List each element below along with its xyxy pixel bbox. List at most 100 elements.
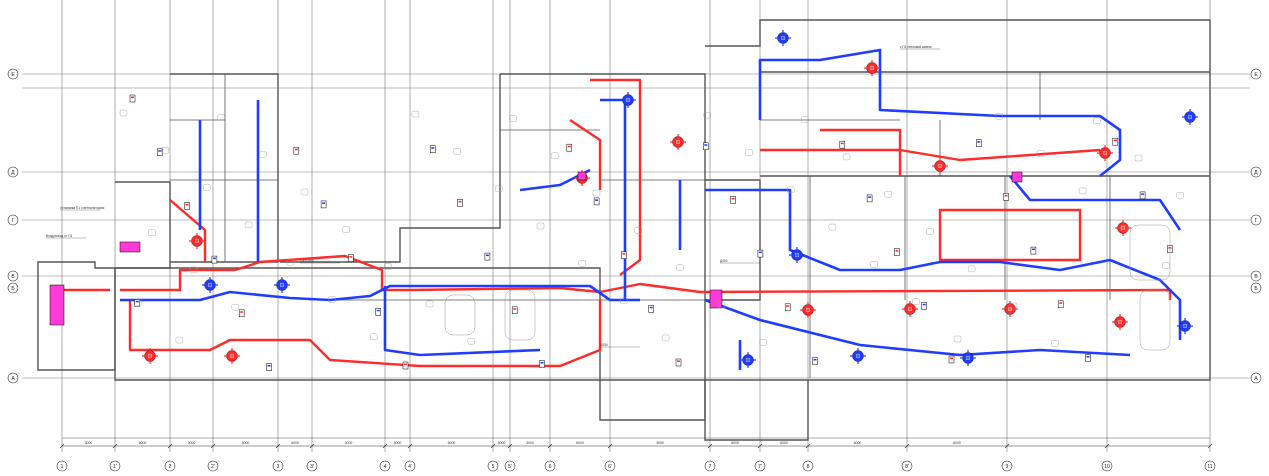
fire-damper-icon bbox=[484, 252, 491, 261]
chair-outline bbox=[411, 110, 420, 118]
axis-marker-bottom bbox=[754, 460, 766, 472]
axis-label-right: А bbox=[1254, 376, 1258, 382]
wall-1 bbox=[115, 181, 171, 269]
chair-outline bbox=[703, 111, 711, 119]
dimension-label: 6000 bbox=[139, 441, 147, 445]
chair-outline bbox=[801, 116, 809, 123]
axis-label-left: А bbox=[11, 376, 15, 382]
axis-marker-right bbox=[1250, 270, 1262, 282]
dimension-tick-8 bbox=[490, 443, 496, 449]
wall-10 bbox=[280, 74, 501, 263]
supply-diffuser-icon bbox=[224, 348, 240, 364]
chair-outline bbox=[968, 265, 976, 272]
chair-outline bbox=[676, 264, 684, 271]
dimension-tick-10 bbox=[547, 443, 553, 449]
axis-marker-bottom bbox=[802, 460, 814, 472]
exhaust-duct-1 bbox=[383, 286, 541, 357]
duct-note: Установка П1 с вентилятором bbox=[60, 206, 104, 210]
fire-damper-fill bbox=[1004, 194, 1008, 197]
chair-outline bbox=[828, 223, 837, 231]
chair-outline bbox=[509, 115, 517, 122]
chair-outline bbox=[1134, 154, 1143, 162]
dimension-tick-12 bbox=[707, 443, 713, 449]
axis-label-bottom: 1' bbox=[113, 464, 117, 470]
air-handling-unit-icon bbox=[119, 241, 141, 253]
fire-damper-icon bbox=[1030, 246, 1037, 255]
supply-duct-8 bbox=[820, 128, 902, 176]
fire-damper-fill bbox=[977, 141, 981, 143]
exhaust-diffuser-icon bbox=[202, 277, 218, 293]
chair-outline bbox=[634, 227, 642, 234]
chair-outline bbox=[384, 263, 392, 270]
air-handling-unit-icon bbox=[49, 284, 65, 326]
fire-damper-icon bbox=[1057, 300, 1064, 309]
duct-note: к П1 тепловой завесе bbox=[900, 45, 932, 49]
axis-label-bottom: 2' bbox=[211, 464, 215, 470]
axis-marker-bottom bbox=[404, 460, 416, 472]
fire-damper-fill bbox=[622, 253, 626, 255]
fire-damper-fill bbox=[950, 357, 953, 359]
chair-outline bbox=[342, 226, 350, 233]
axis-label-bottom: 10 bbox=[1104, 464, 1110, 470]
fire-damper-fill bbox=[895, 250, 899, 252]
axis-label-bottom: 9 bbox=[1006, 464, 1009, 470]
chair-outline bbox=[328, 296, 336, 303]
dimension-label: 6000 bbox=[854, 441, 862, 445]
chair-outline bbox=[453, 148, 461, 155]
fire-damper-icon bbox=[839, 140, 846, 149]
chair-outline bbox=[926, 228, 934, 235]
dimension-label: 3000 bbox=[656, 441, 664, 445]
chair-outline bbox=[1162, 262, 1170, 269]
chair-outline bbox=[1051, 340, 1059, 347]
axis-marker-bottom bbox=[504, 460, 516, 472]
axis-marker-left bbox=[7, 372, 19, 384]
exhaust-diffuser-icon bbox=[789, 247, 805, 263]
fire-damper-fill bbox=[349, 256, 353, 258]
duct-note: Ø250 bbox=[600, 343, 608, 347]
fire-damper-fill bbox=[212, 257, 216, 260]
axis-marker-bottom bbox=[544, 460, 556, 472]
supply-diffuser-icon bbox=[864, 60, 880, 76]
fire-damper-icon bbox=[921, 302, 927, 310]
supply-diffuser-icon bbox=[1115, 220, 1131, 236]
chair-outline bbox=[467, 338, 475, 345]
fire-damper-fill bbox=[567, 145, 571, 148]
fire-damper-icon bbox=[866, 194, 873, 203]
axis-label-right: Г bbox=[1255, 218, 1258, 224]
fire-damper-fill bbox=[240, 311, 244, 313]
axis-marker-left bbox=[7, 166, 19, 178]
fire-damper-icon bbox=[1112, 137, 1119, 146]
building-walls bbox=[37, 19, 1211, 441]
fire-damper-icon bbox=[129, 94, 136, 103]
exhaust-duct-6 bbox=[705, 188, 1182, 340]
axis-marker-bottom bbox=[901, 460, 913, 472]
axis-label-bottom: 4 bbox=[384, 464, 387, 470]
dimension-label: 3000 bbox=[85, 441, 93, 445]
chair-outline bbox=[203, 184, 211, 191]
dimension-label: 3000 bbox=[188, 441, 196, 445]
fire-damper-fill bbox=[677, 360, 680, 362]
fire-damper-icon bbox=[511, 306, 518, 315]
fire-damper-icon bbox=[430, 145, 436, 153]
fire-damper-fill bbox=[1059, 302, 1063, 304]
dimension-label: 6000 bbox=[448, 441, 456, 445]
chair-outline bbox=[620, 297, 628, 304]
chair-outline bbox=[536, 222, 545, 230]
exhaust-diffuser-icon bbox=[740, 352, 756, 368]
wall-4 bbox=[500, 73, 706, 381]
axis-label-left: Г bbox=[12, 218, 15, 224]
chair-outline bbox=[161, 147, 169, 154]
duct-note: Воздуховод от П1 bbox=[46, 234, 72, 238]
exhaust-diffuser-icon bbox=[274, 277, 290, 293]
supply-diffuser-icon bbox=[1097, 145, 1113, 161]
fire-damper-icon bbox=[784, 303, 791, 312]
fire-damper-icon bbox=[757, 249, 764, 258]
fire-damper-fill bbox=[1031, 248, 1035, 251]
wall-5 bbox=[705, 19, 1211, 381]
dimension-label: 3000 bbox=[498, 441, 506, 445]
fire-damper-fill bbox=[267, 365, 271, 367]
axis-marker-bottom bbox=[487, 460, 499, 472]
dimension-label: 6000 bbox=[953, 441, 961, 445]
